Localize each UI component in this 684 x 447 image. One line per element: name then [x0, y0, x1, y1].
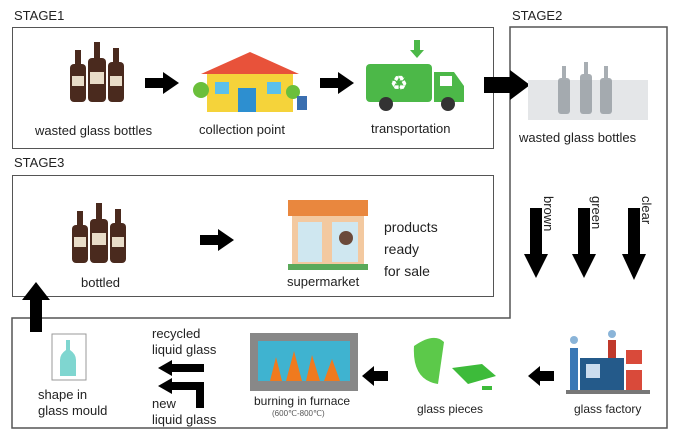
products-ready-text: products ready for sale	[384, 216, 438, 282]
bottled-label: bottled	[81, 275, 121, 290]
arrow-left-icon	[528, 366, 554, 386]
svg-text:♻: ♻	[390, 73, 408, 95]
sort-brown-label: brown	[541, 196, 556, 232]
glass-mould-icon	[51, 333, 87, 381]
label-line: recycled	[152, 326, 201, 341]
glass-pieces-icon	[413, 337, 496, 390]
stage3-box	[12, 175, 494, 297]
arrow-up-icon	[22, 282, 50, 332]
furnace-temperature: (600℃-800℃)	[272, 409, 325, 418]
stage1-title: STAGE1	[14, 8, 65, 23]
recycled-liquid-glass-label: recycled liquid glass	[152, 326, 216, 358]
furnace-icon	[250, 333, 358, 391]
label-line: shape in	[38, 387, 88, 402]
supermarket-icon	[288, 200, 368, 270]
products-line: products	[384, 219, 438, 235]
glass-factory-icon	[566, 330, 650, 394]
stage2-title: STAGE2	[512, 8, 563, 23]
arrow-left-icon	[362, 366, 388, 386]
glass-pieces-label: glass pieces	[417, 402, 484, 416]
sorting-arrows	[524, 208, 646, 280]
wasted-bottles-photo-icon	[528, 62, 648, 120]
label-line: liquid glass	[152, 412, 217, 427]
label-line: new	[152, 396, 176, 411]
collection-point-icon	[193, 52, 307, 112]
arrow-right-icon	[484, 70, 530, 100]
products-line: ready	[384, 241, 420, 257]
arrow-right-icon	[200, 229, 234, 251]
arrow-right-icon	[145, 72, 179, 94]
bottles-icon	[70, 42, 124, 102]
transportation-label: transportation	[371, 121, 451, 136]
stage2-bottles-label: wasted glass bottles	[519, 130, 637, 145]
stage3-title: STAGE3	[14, 155, 65, 170]
collection-point-label: collection point	[199, 122, 285, 137]
wasted-bottles-label: wasted glass bottles	[35, 123, 153, 138]
new-liquid-glass-label: new liquid glass	[152, 396, 216, 428]
sort-clear-label: clear	[639, 196, 654, 225]
recycling-truck-icon: ♻	[366, 40, 464, 111]
glass-factory-label: glass factory	[574, 402, 642, 416]
supermarket-label: supermarket	[287, 274, 360, 289]
arrow-right-icon	[320, 72, 354, 94]
arrow-left-icon	[158, 360, 204, 376]
bottles-icon	[72, 203, 126, 263]
shape-in-mould-label: shape in glass mould	[38, 387, 107, 419]
furnace-label: burning in furnace	[254, 394, 351, 408]
label-line: glass mould	[38, 403, 108, 418]
arrow-turn-left-icon	[158, 378, 204, 408]
label-line: liquid glass	[152, 342, 217, 357]
products-line: for sale	[384, 263, 430, 279]
sort-green-label: green	[589, 196, 604, 230]
